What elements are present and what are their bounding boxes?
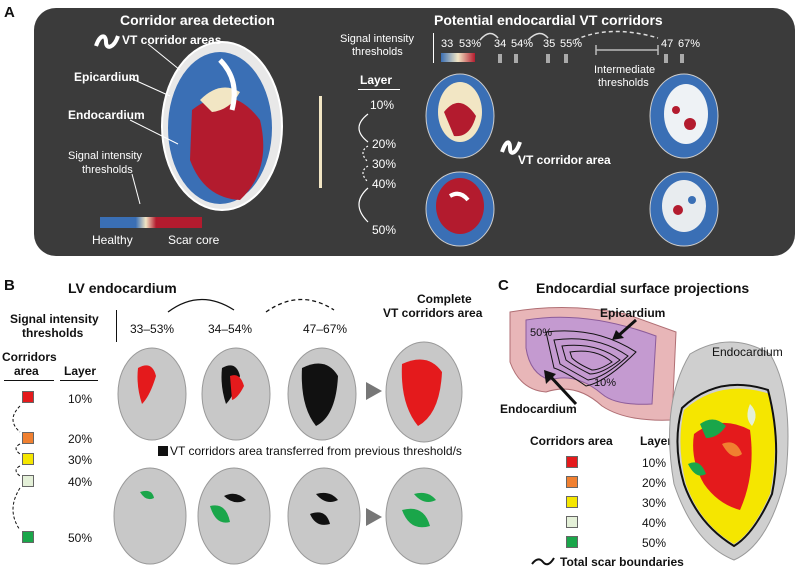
- panel-b-threshold-arrows: [160, 286, 360, 326]
- c-swatch-50: [566, 536, 578, 548]
- panel-b-swatch-arrows: [6, 400, 36, 540]
- transferred-icon: [158, 446, 168, 456]
- panel-a-left-title: Corridor area detection: [120, 12, 275, 28]
- scar-boundary-icon: [530, 554, 556, 568]
- layer-underline: [60, 380, 98, 381]
- sit-label-2: thresholds: [352, 46, 403, 58]
- panel-a-letter: A: [4, 4, 15, 21]
- b-layer-30: 30%: [68, 453, 92, 467]
- b-heart-10-complete: [384, 340, 464, 444]
- transferred-note: VT corridors area transferred from previ…: [170, 444, 462, 458]
- heart-10pct-low: [424, 72, 496, 160]
- panel-b-layer-title: Layer: [64, 364, 96, 378]
- layer-title: Layer: [360, 73, 392, 87]
- pct-50-label: 50%: [530, 327, 552, 339]
- b-heart-50-33: [112, 466, 188, 566]
- endocardial-projection-heart: [660, 334, 796, 566]
- complete-label-1: Complete: [417, 292, 472, 306]
- heart-50pct-low: [424, 170, 496, 248]
- b-heart-50-complete: [384, 466, 464, 566]
- b-heart-10-33: [116, 346, 188, 442]
- panel-c-legend-col1: Corridors area: [530, 434, 613, 448]
- corridors-underline: [4, 380, 54, 381]
- b-layer-50: 50%: [68, 531, 92, 545]
- b-layer-20: 20%: [68, 432, 92, 446]
- layer-title-underline: [358, 89, 400, 90]
- intensity-colorbar: [100, 217, 202, 228]
- threshold-arrows: [470, 26, 700, 71]
- heart-10pct-high: [648, 72, 720, 160]
- b-heart-10-47: [286, 346, 358, 442]
- b-row2-triangle: [366, 508, 382, 526]
- panel-c-title: Endocardial surface projections: [536, 280, 749, 296]
- c-swatch-10: [566, 456, 578, 468]
- c-swatch-40: [566, 516, 578, 528]
- sit-label-1: Signal intensity: [340, 33, 414, 45]
- b-layer-40: 40%: [68, 475, 92, 489]
- panel-c-letter: C: [498, 277, 509, 294]
- panel-c-endocardium-arrow-label: Endocardium: [500, 402, 577, 416]
- panel-a-left-annotation-lines: [60, 40, 200, 210]
- b-row1-triangle: [366, 382, 382, 400]
- panel-b-bracket: [116, 310, 117, 342]
- c-swatch-20: [566, 476, 578, 488]
- endocardium-arrow-icon: [540, 370, 580, 406]
- intermediate-label-2: thresholds: [598, 77, 649, 89]
- corridors-area-label-2: area: [14, 364, 39, 378]
- epicardium-arrow-icon: [610, 318, 640, 342]
- panel-b-signal-2: thresholds: [22, 326, 83, 340]
- heart-50pct-high: [648, 170, 720, 248]
- layer-arrows: [348, 108, 378, 230]
- intermediate-label-1: Intermediate: [594, 64, 655, 76]
- b-layer-10: 10%: [68, 392, 92, 406]
- vt-corridor-area-label: VT corridor area: [518, 153, 611, 167]
- b-heart-10-34: [200, 346, 272, 442]
- panel-b-signal-1: Signal intensity: [10, 312, 99, 326]
- pct-10-label: 10%: [594, 377, 616, 389]
- threshold-bracket: [433, 33, 434, 63]
- endocardium-surface-label: Endocardium: [712, 345, 783, 359]
- c-swatch-30: [566, 496, 578, 508]
- threshold-33: 33: [441, 38, 453, 50]
- panel-b-letter: B: [4, 277, 15, 294]
- corridors-area-label-1: Corridors: [2, 350, 57, 364]
- b-heart-50-47: [286, 466, 362, 566]
- scar-core-label: Scar core: [168, 233, 219, 247]
- complete-label-2: VT corridors area: [383, 306, 482, 320]
- panel-a-divider: [319, 96, 322, 188]
- healthy-label: Healthy: [92, 233, 133, 247]
- b-heart-50-34: [196, 466, 272, 566]
